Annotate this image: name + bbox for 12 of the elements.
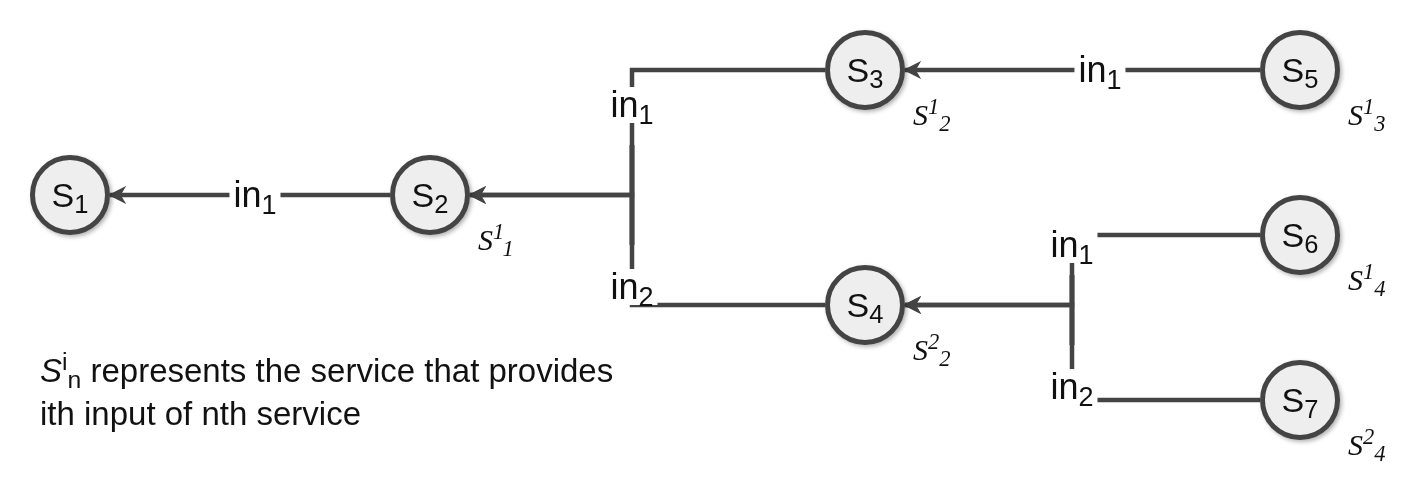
service-label: S$_{7}$ [1281, 383, 1319, 417]
arrow [468, 186, 825, 308]
edge-label: in$_{1}$ [229, 177, 281, 213]
service-label: S$_{5}$ [1281, 53, 1319, 87]
service-label: S$_{6}$ [1281, 218, 1319, 252]
edge-label: in$_{1}$ [1074, 52, 1126, 88]
service-label: S$_{1}$ [51, 178, 89, 212]
legend-note: S$^{i}$$_{n}$ represents the service that provides ith input of nth service [40, 350, 615, 434]
arrow [903, 296, 1260, 403]
service-label: S$_{2}$ [411, 178, 449, 212]
service-label: S$_{4}$ [846, 288, 884, 322]
service-label: S$_{3}$ [846, 53, 884, 87]
